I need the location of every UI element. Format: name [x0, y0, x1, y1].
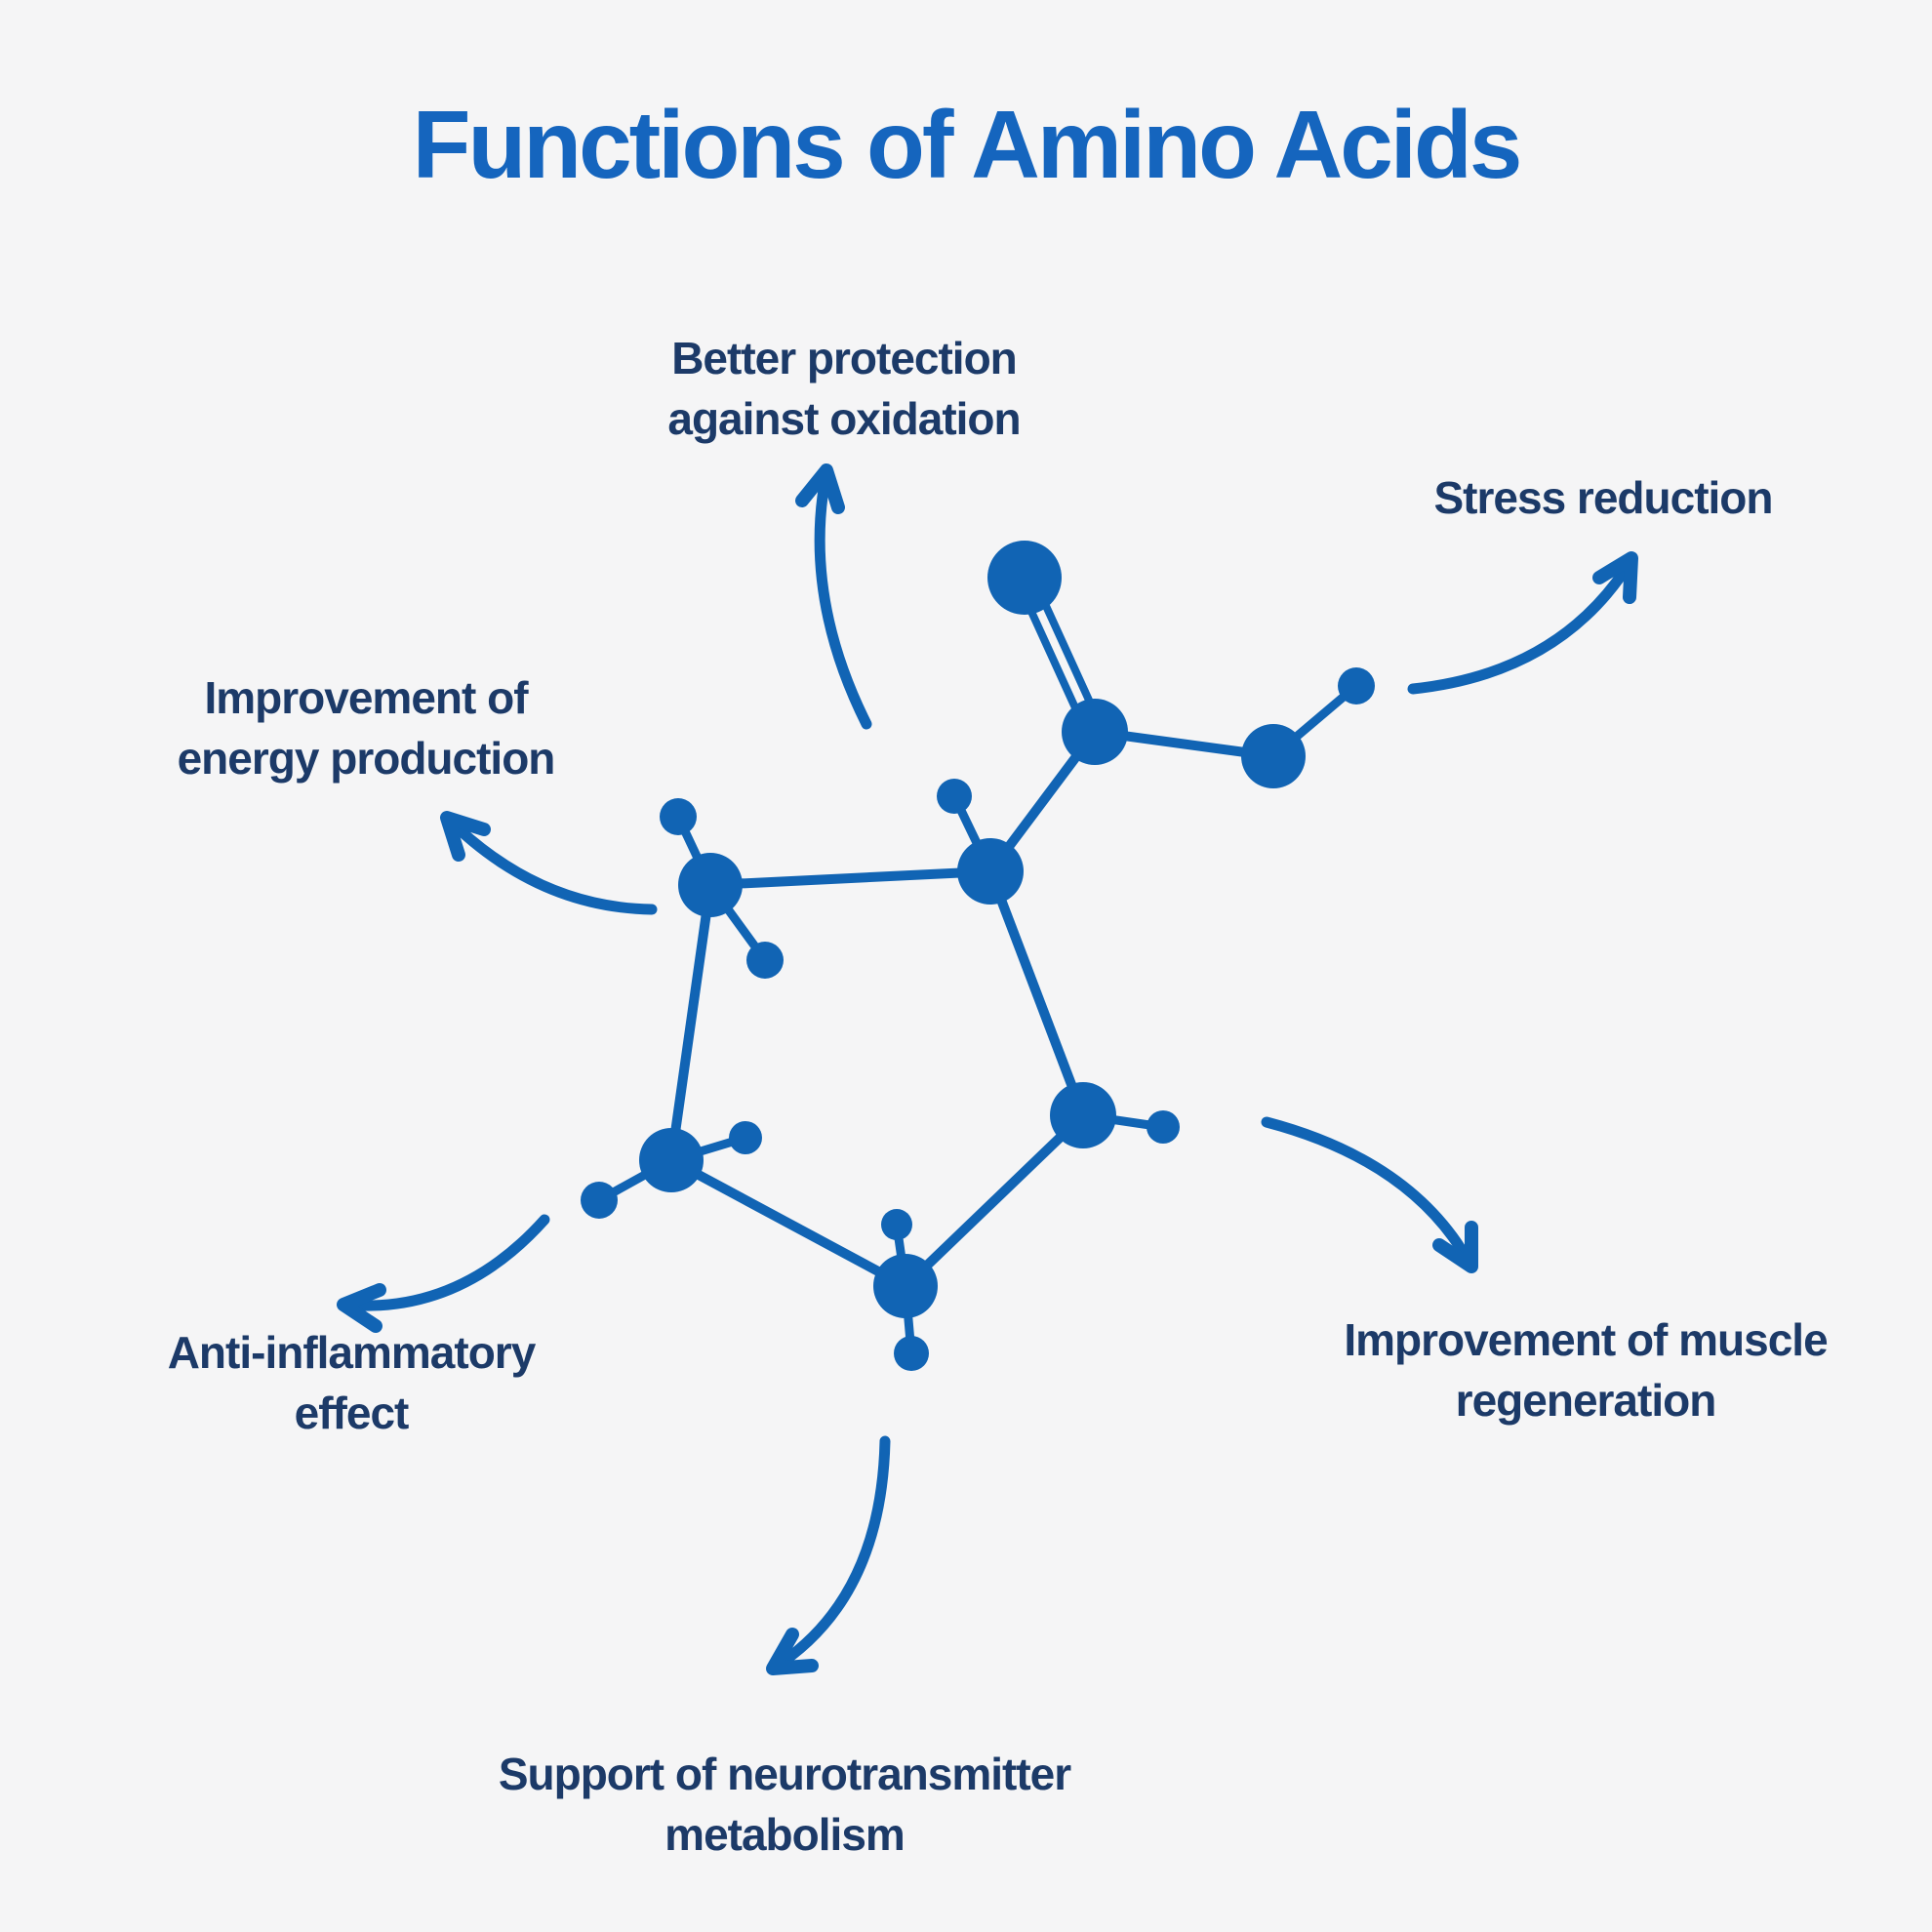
- label-neurotransmitter: Support of neurotransmitter metabolism: [498, 1744, 1071, 1865]
- arrow-to-muscle-regeneration-icon: [1261, 1116, 1478, 1273]
- label-stress-reduction: Stress reduction: [1433, 467, 1774, 528]
- arrow-to-neurotransmitter-icon: [766, 1435, 891, 1675]
- label-line: Anti-inflammatory: [167, 1327, 537, 1378]
- label-energy-production: Improvement of energy production: [177, 667, 556, 788]
- molecule-atoms: [581, 541, 1375, 1371]
- arrow-to-anti-inflammatory-icon: [337, 1214, 550, 1333]
- label-line: energy production: [177, 733, 556, 784]
- label-muscle-regeneration: Improvement of muscle regeneration: [1344, 1309, 1828, 1430]
- arrow-to-energy-production-icon: [440, 811, 658, 915]
- label-line: effect: [294, 1388, 410, 1438]
- label-line: metabolism: [664, 1809, 906, 1860]
- label-better-protection: Better protection against oxidation: [667, 328, 1021, 449]
- page-title: Functions of Amino Acids: [412, 91, 1523, 198]
- label-line: against oxidation: [667, 393, 1021, 444]
- arrow-to-stress-reduction-icon: [1407, 551, 1638, 695]
- label-line: Better protection: [671, 333, 1018, 383]
- label-line: Improvement of muscle: [1344, 1314, 1828, 1365]
- label-line: Improvement of: [204, 672, 528, 723]
- label-line: Stress reduction: [1433, 472, 1774, 523]
- molecule-bonds: [596, 573, 1359, 1354]
- label-line: regeneration: [1455, 1375, 1717, 1426]
- label-line: Support of neurotransmitter: [498, 1749, 1071, 1799]
- label-anti-inflammatory: Anti-inflammatory effect: [167, 1322, 537, 1443]
- arrow-to-oxidation-icon: [795, 463, 872, 730]
